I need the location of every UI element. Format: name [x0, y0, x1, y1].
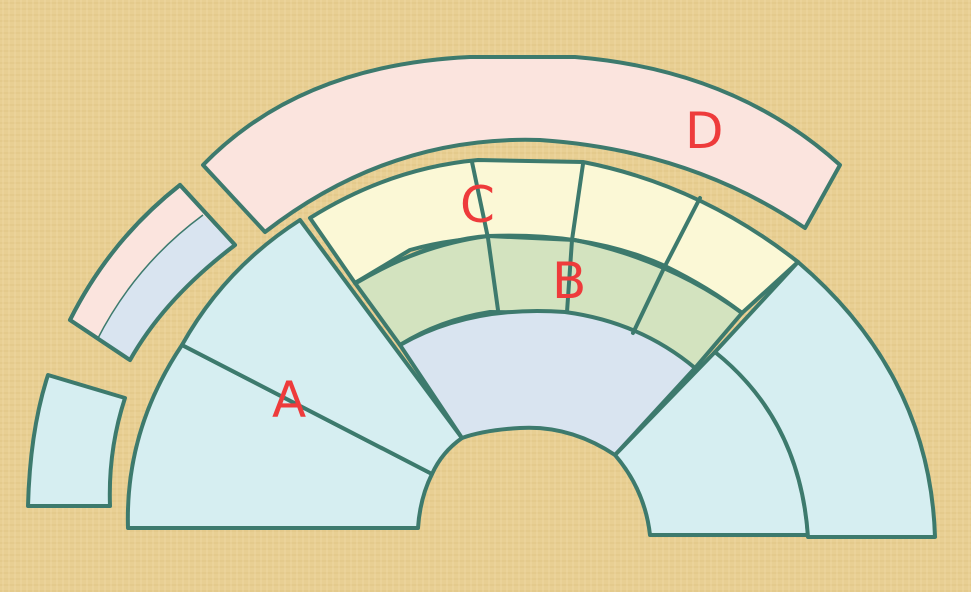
inner-sector — [398, 308, 697, 457]
region-right-outer — [713, 260, 937, 539]
label-c: C — [460, 176, 495, 234]
small-piece-corner — [26, 373, 127, 508]
region-a-left — [125, 343, 434, 530]
band-d — [201, 55, 842, 234]
seam-row — [354, 233, 744, 315]
small-piece-seam — [96, 214, 204, 341]
label-d: D — [685, 102, 724, 160]
label-b: B — [552, 252, 587, 310]
region-a-upper — [180, 218, 464, 476]
small-piece-blue — [97, 215, 235, 360]
label-a: A — [272, 371, 307, 429]
small-piece-outline — [68, 183, 237, 362]
